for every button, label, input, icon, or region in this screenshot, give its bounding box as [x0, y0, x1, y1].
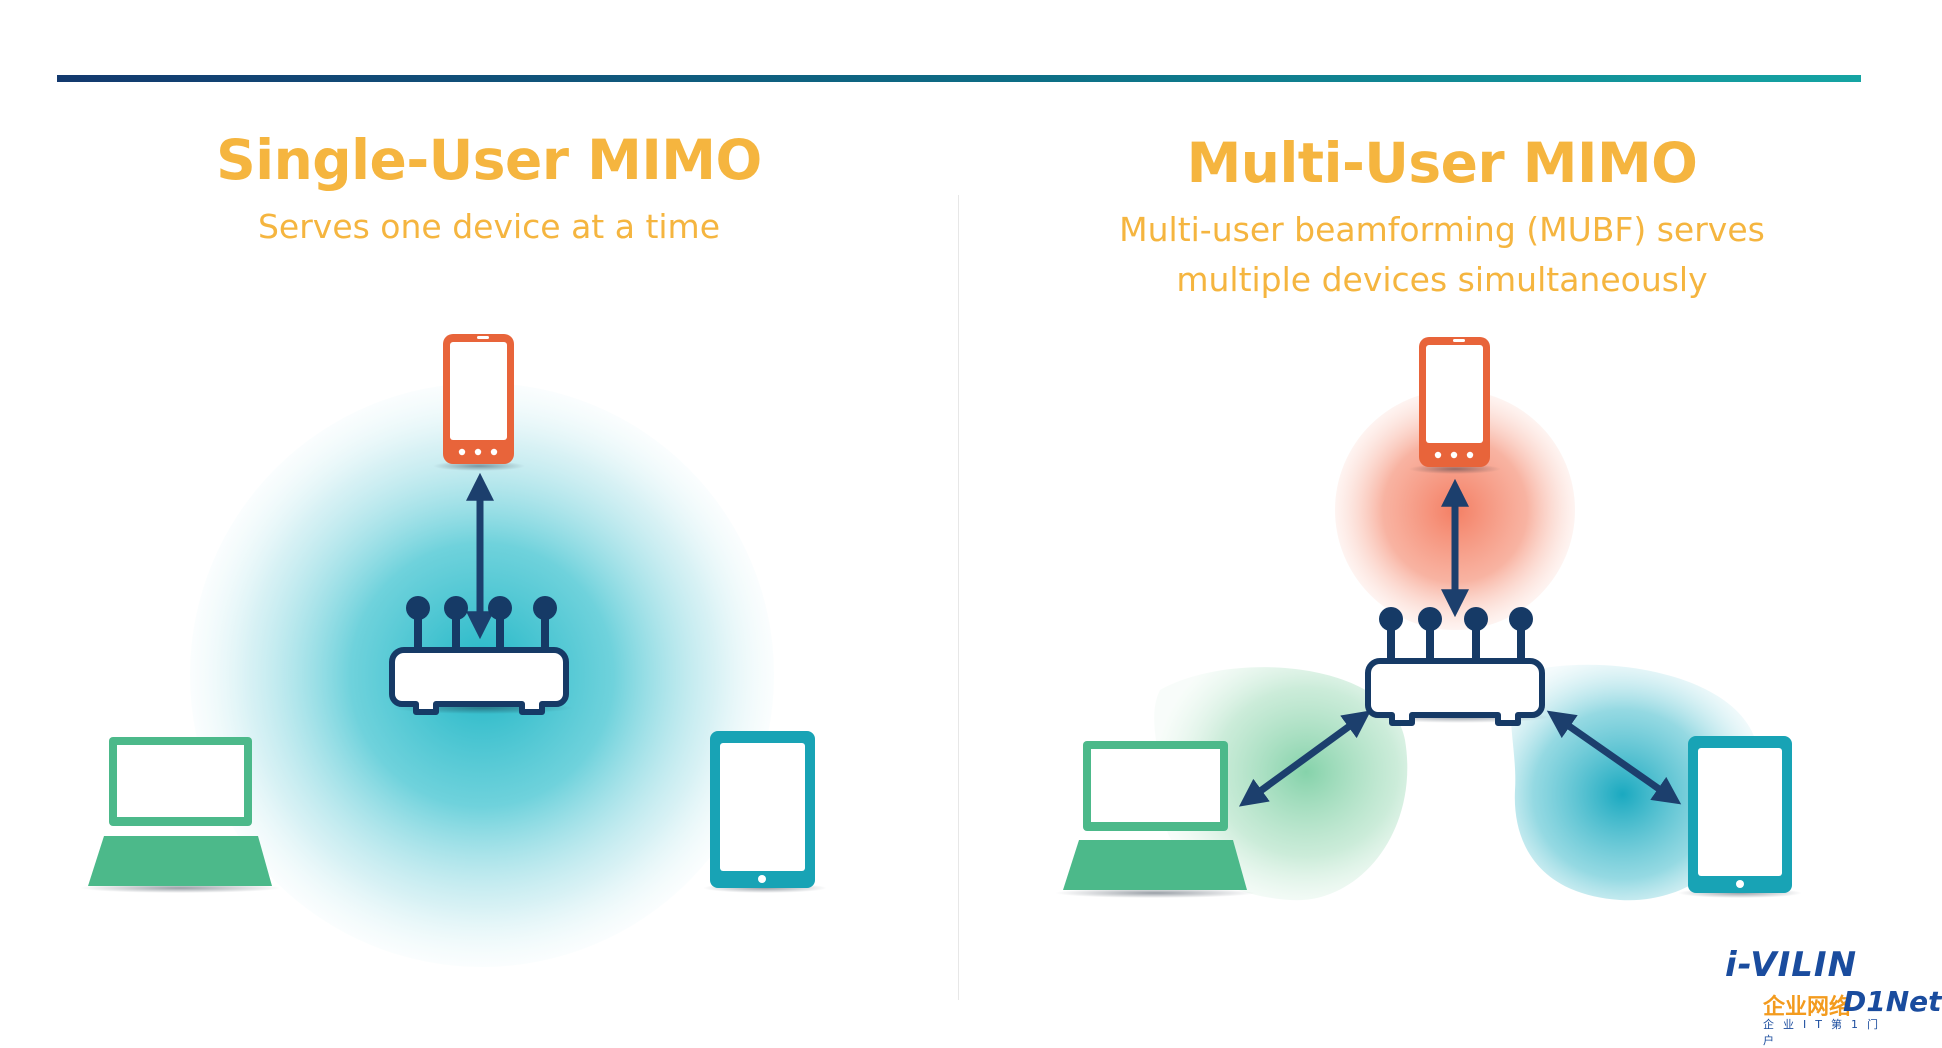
logo-sub-right: D1Net — [1843, 985, 1942, 1018]
phone-icon — [433, 334, 525, 471]
panel-divider — [958, 195, 959, 1000]
router-icon — [1365, 607, 1550, 726]
router-icon — [389, 596, 573, 715]
top-rule — [57, 75, 1861, 82]
multi-user-subtitle-line-1: Multi-user beamforming (MUBF) serves — [1119, 210, 1765, 249]
multi-user-diagram — [1055, 337, 1802, 901]
phone-icon — [1409, 337, 1501, 474]
beam-arrow — [1238, 710, 1372, 807]
multi-user-subtitle: Multi-user beamforming (MUBF) serves mul… — [992, 205, 1892, 305]
single-user-subtitle: Serves one device at a time — [257, 207, 721, 246]
logo-wordmark: i-VILIN — [1725, 945, 1858, 985]
laptop-icon — [80, 737, 280, 893]
watermark-logo: i-VILIN 企业网络 D1Net 企业IT第1门户 — [1725, 945, 1942, 1047]
tablet-icon — [1678, 736, 1802, 898]
mimo-diagram — [80, 334, 1802, 967]
logo-sub-left: 企业网络 — [1763, 995, 1852, 1020]
mimo-comparison: Single-User MIMO Serves one device at a … — [57, 75, 1942, 1047]
beam-arrow — [1546, 710, 1682, 805]
laptop-icon — [1055, 741, 1255, 898]
single-user-diagram — [80, 334, 827, 967]
logo-tagline: 企业IT第1门户 — [1763, 1018, 1887, 1047]
tablet-icon — [703, 731, 827, 893]
multi-user-title: Multi-User MIMO — [1186, 131, 1698, 195]
multi-user-subtitle-line-2: multiple devices simultaneously — [1176, 260, 1708, 299]
single-user-title: Single-User MIMO — [216, 128, 762, 192]
